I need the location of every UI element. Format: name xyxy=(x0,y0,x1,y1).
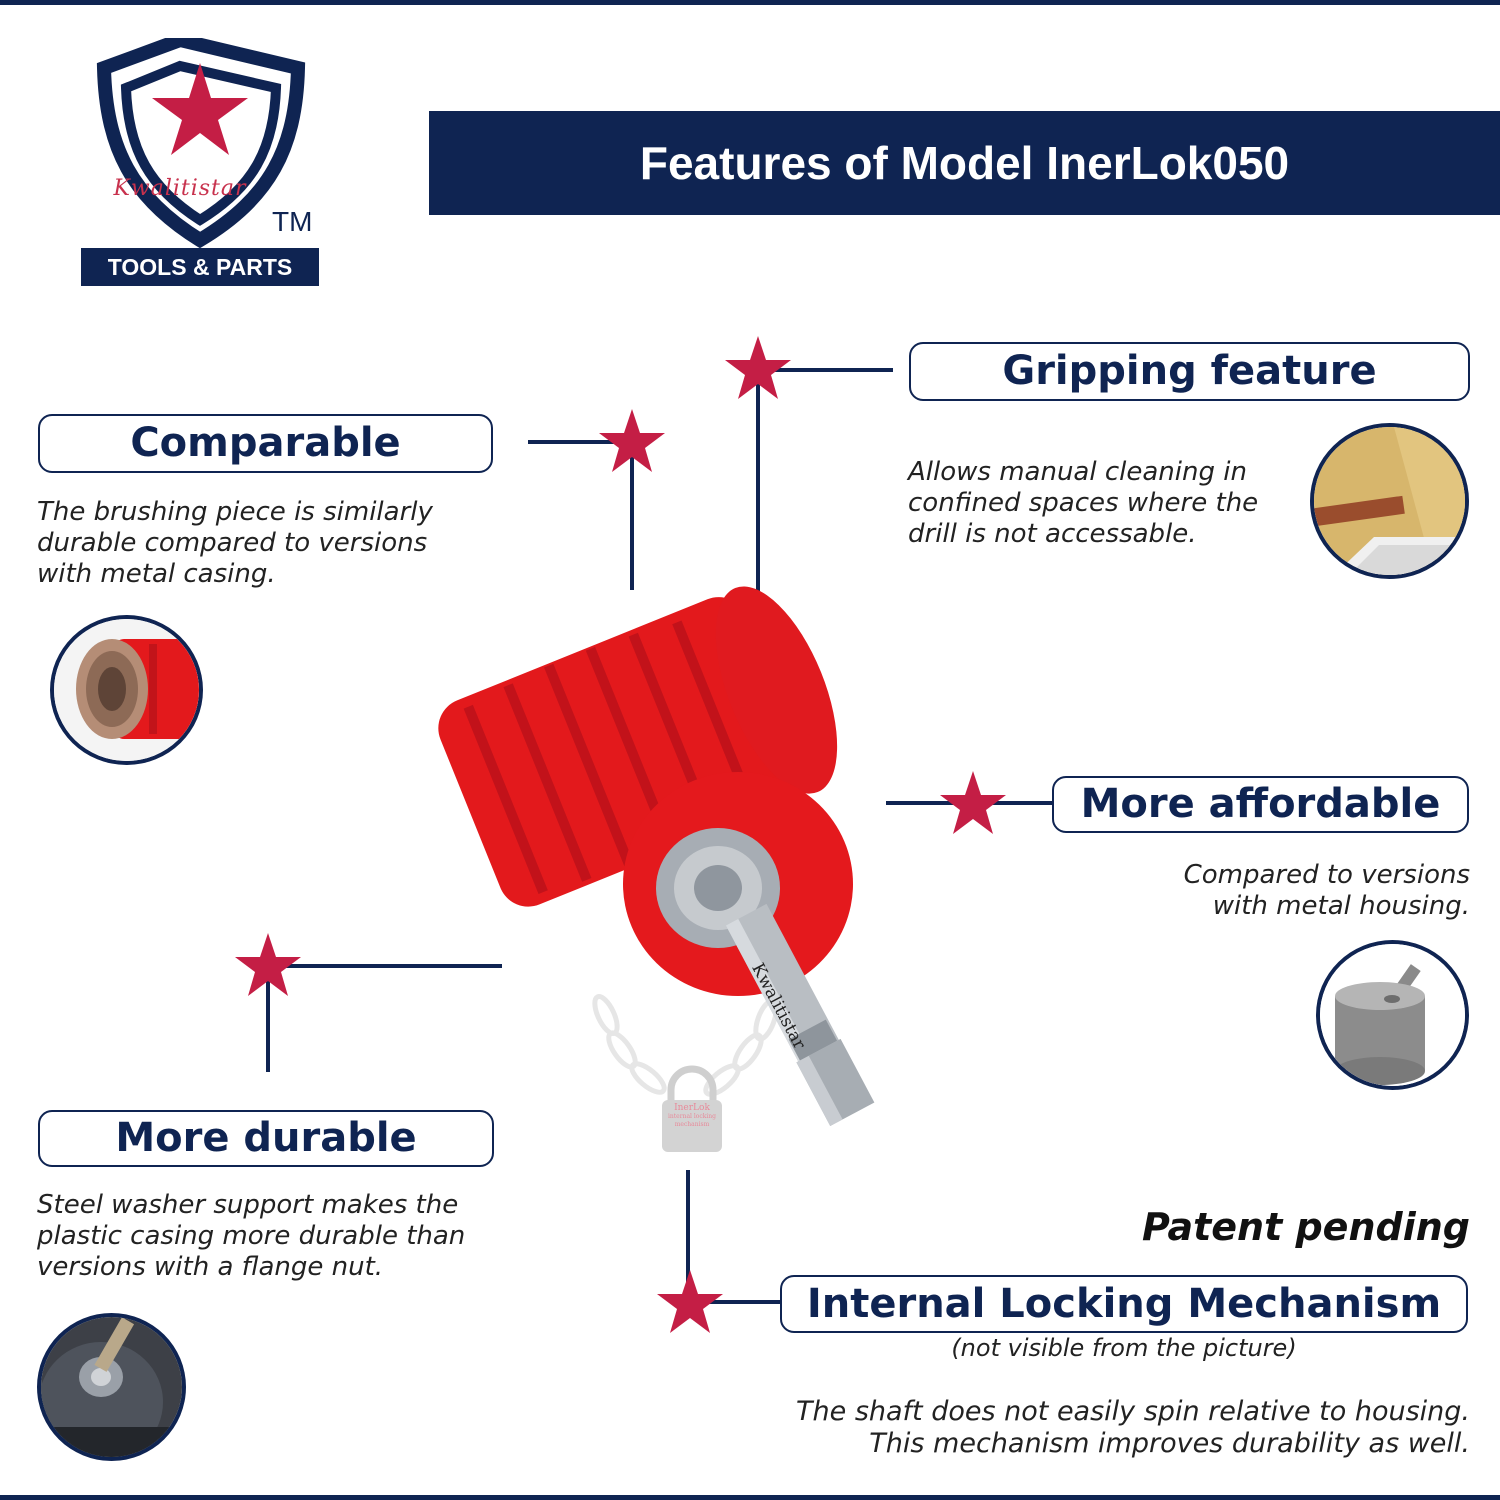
brand-logo: Kwalitistar TM TOOLS & PARTS xyxy=(80,38,325,290)
feature-locking-description: The shaft does not easily spin relative … xyxy=(796,1396,1470,1459)
brush-closeup-image xyxy=(50,615,203,765)
lock-label: InerLok internal locking mechanism xyxy=(664,1103,720,1129)
shield-star-icon xyxy=(96,38,306,248)
feature-gripping-title: Gripping feature xyxy=(909,342,1470,401)
star-icon xyxy=(725,336,791,399)
feature-durable-title: More durable xyxy=(38,1110,494,1167)
confined-space-image xyxy=(1310,423,1469,579)
bottom-border xyxy=(0,1495,1500,1500)
washer-closeup-image xyxy=(37,1313,186,1461)
hex-shaft xyxy=(725,903,875,1126)
logo-plate: TOOLS & PARTS xyxy=(81,248,319,286)
feature-gripping-description: Allows manual cleaning in confined space… xyxy=(908,457,1259,549)
chain xyxy=(592,994,779,1097)
feature-durable-description: Steel washer support makes the plastic c… xyxy=(37,1190,466,1282)
feature-locking-note: (not visible from the picture) xyxy=(951,1334,1297,1362)
lock-icon xyxy=(662,1065,722,1152)
patent-pending-label: Patent pending xyxy=(1142,1205,1470,1249)
feature-comparable-description: The brushing piece is similarly durable … xyxy=(37,497,433,589)
trademark-symbol: TM xyxy=(272,206,313,237)
feature-locking-title: Internal Locking Mechanism xyxy=(780,1275,1468,1333)
page-title: Features of Model InerLok050 xyxy=(429,111,1500,215)
feature-comparable-title: Comparable xyxy=(38,414,493,473)
metal-housing-image xyxy=(1316,940,1469,1090)
star-icon xyxy=(235,933,301,996)
star-icon xyxy=(940,771,1006,834)
star-icon xyxy=(657,1270,723,1333)
feature-affordable-title: More affordable xyxy=(1052,776,1469,833)
lock-label-sub: internal locking mechanism xyxy=(667,1113,717,1128)
star-icon xyxy=(599,409,665,472)
top-border xyxy=(0,0,1500,5)
lock-label-title: InerLok xyxy=(674,1103,710,1113)
feature-affordable-description: Compared to versions with metal housing. xyxy=(1183,860,1470,921)
logo-wordmark: Kwalitistar xyxy=(113,176,247,201)
